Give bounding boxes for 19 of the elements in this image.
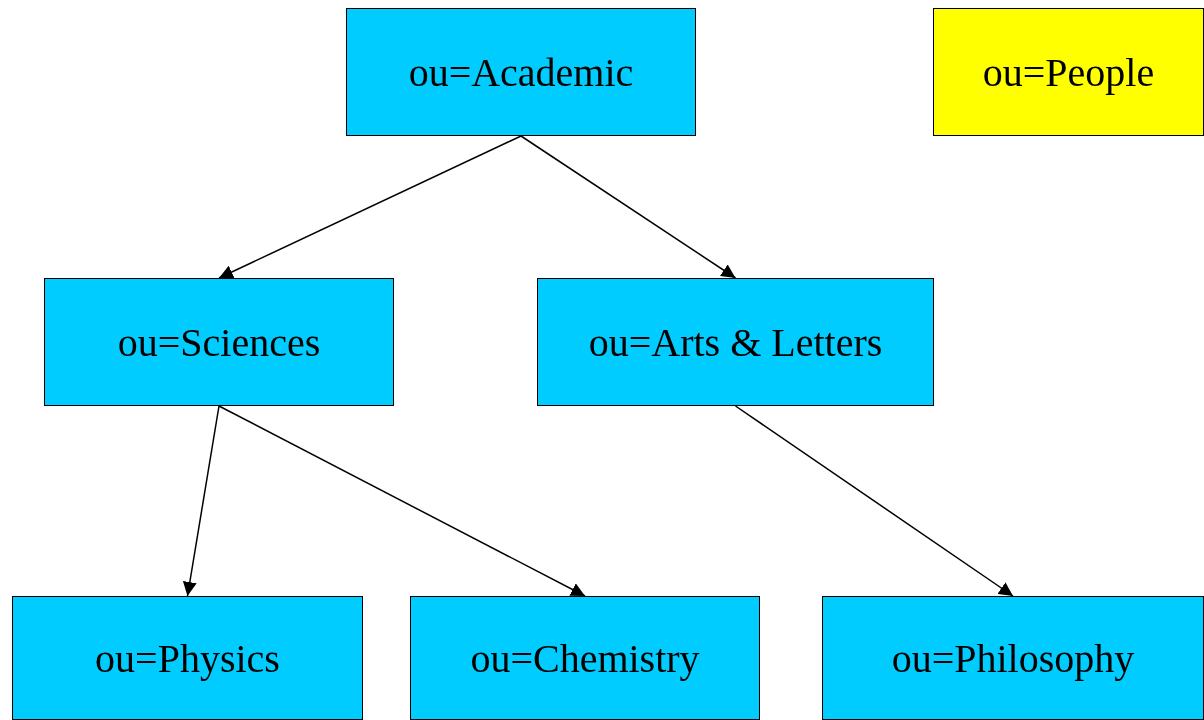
node-label: ou=Philosophy (891, 634, 1135, 682)
node-box (822, 596, 1204, 720)
node-label: ou=People (982, 48, 1155, 96)
node-box (12, 596, 363, 720)
node-box (44, 278, 394, 406)
arrow (218, 135, 522, 279)
node-box (410, 596, 760, 720)
node-box (933, 8, 1204, 136)
node-box (346, 8, 696, 136)
node-label: ou=Chemistry (470, 634, 700, 682)
arrow (218, 405, 586, 597)
arrow (182, 405, 220, 597)
arrow (520, 135, 737, 279)
node-box (537, 278, 934, 406)
node-label: ou=Arts & Letters (588, 318, 883, 366)
node-label: ou=Sciences (117, 318, 321, 366)
node-label: ou=Academic (408, 48, 634, 96)
arrow (734, 405, 1014, 597)
node-label: ou=Physics (95, 634, 280, 682)
